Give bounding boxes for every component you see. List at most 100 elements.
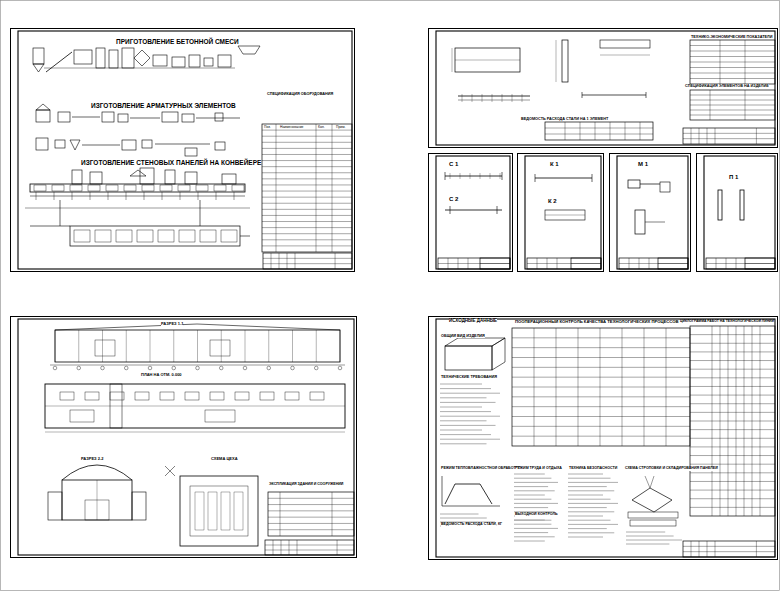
drawing-line <box>440 384 482 385</box>
drawing-shape <box>545 122 653 140</box>
drawing-shape <box>445 346 492 370</box>
drawing-line <box>173 330 174 362</box>
drawing-line <box>55 324 340 330</box>
drawing-line <box>514 528 558 529</box>
drawing-line <box>268 330 269 362</box>
drawing-line <box>568 528 607 529</box>
drawing-line <box>571 263 601 264</box>
drawing-line <box>240 236 250 237</box>
drawing-line <box>547 258 548 269</box>
sheet-heading: СХЕМА СТРОПОВКИ И СКЛАДИРОВАНИЯ ПАНЕЛЕЙ <box>625 467 718 471</box>
sheet-heading: СПЕЦИФИКАЦИЯ ЭЛЕМЕНТОВ НА ИЗДЕЛИЕ <box>685 84 769 88</box>
drawing-shape <box>232 185 244 191</box>
drawing-line <box>468 258 469 269</box>
table-header: Наименование <box>280 126 304 130</box>
drawing-line <box>440 443 487 444</box>
drawing-line <box>512 357 690 358</box>
drawing-shape <box>704 156 775 269</box>
drawing-shape <box>221 230 237 242</box>
drawing-line <box>262 203 352 204</box>
drawing-line <box>690 67 775 68</box>
drawing-line <box>690 100 775 101</box>
drawing-shape <box>210 392 224 400</box>
drawing-shape <box>158 230 174 242</box>
drawing-line <box>332 492 333 536</box>
drawing-line <box>699 541 700 557</box>
drawing-shape <box>95 340 115 356</box>
drawing-line <box>683 551 775 552</box>
drawing-line <box>335 253 336 269</box>
drawing-line <box>626 540 682 541</box>
drawing-shape <box>172 57 185 67</box>
drawing-shape <box>52 185 64 191</box>
drawing-line <box>690 464 775 465</box>
drawing-line <box>445 176 502 177</box>
drawing-line <box>646 92 647 98</box>
drawing-line <box>50 365 345 366</box>
drawing-sheet: ТЕХНИКО-ЭКОНОМИЧЕСКИЕ ПОКАЗАТЕЛИСПЕЦИФИК… <box>428 28 778 148</box>
drawing-shape <box>436 31 775 145</box>
drawing-line <box>470 173 471 179</box>
drawing-line <box>728 326 729 516</box>
drawing-line <box>512 426 690 427</box>
drawing-line <box>699 128 700 144</box>
axis-marker <box>77 366 81 370</box>
drawing-line <box>262 233 352 234</box>
drawing-line <box>610 122 611 140</box>
sheet-heading: ВЕДОМОСТЬ РАСХОДА СТАЛИ НА 1 ЭЛЕМЕНТ <box>521 117 608 121</box>
drawing-line <box>200 200 201 226</box>
drawing-line <box>626 532 665 533</box>
axis-marker <box>148 366 152 370</box>
drawing-line <box>690 62 775 63</box>
drawing-line <box>535 174 536 182</box>
drawing-shape <box>438 258 510 269</box>
drawing-shape <box>480 258 510 269</box>
drawing-line <box>736 326 737 516</box>
drawing-line <box>512 367 690 368</box>
drawing-line <box>715 128 716 144</box>
drawing-line <box>126 192 127 200</box>
drawing-line <box>216 192 217 200</box>
drawing-line <box>736 258 737 269</box>
drawing-line <box>683 133 775 134</box>
drawing-shape <box>222 174 236 184</box>
drawing-line <box>263 258 352 259</box>
drawing-line <box>690 403 775 404</box>
drawing-line <box>78 330 79 362</box>
drawing-line <box>666 328 667 446</box>
drawing-shape <box>690 326 775 516</box>
drawing-line <box>460 173 461 179</box>
drawing-line <box>707 128 708 144</box>
drawing-shape <box>137 230 153 242</box>
drawing-line <box>545 215 585 216</box>
drawing-line <box>658 263 688 264</box>
drawing-shape <box>48 492 62 520</box>
sheet-heading: ТЕХНИКА БЕЗОПАСНОСТИ <box>569 467 617 471</box>
drawing-line <box>592 174 593 182</box>
drawing-line <box>262 166 352 167</box>
drawing-shape <box>525 156 601 269</box>
drawing-shape <box>527 258 601 269</box>
drawing-line <box>440 518 487 519</box>
sheet-heading: РАЗРЕЗ 1-1 <box>161 322 183 326</box>
drawing-line <box>36 192 37 200</box>
drawing-shape <box>455 48 520 72</box>
drawing-shape <box>265 540 354 555</box>
drawing-shape <box>109 50 118 68</box>
drawing-sheet: РАЗРЕЗ 1-1ПЛАН НА ОТМ. 0.000РАЗРЕЗ 2-2СХ… <box>10 316 357 558</box>
table-header: Прим. <box>336 126 346 130</box>
drawing-line <box>650 476 654 488</box>
drawing-sheet: ПРИГОТОВЛЕНИЕ БЕТОННОЙ СМЕСИИЗГОТОВЛЕНИЕ… <box>10 28 355 272</box>
drawing-line <box>448 258 449 269</box>
drawing-line <box>268 523 354 524</box>
equipment-symbol <box>632 488 672 512</box>
drawing-sheet: ИСХОДНЫЕ ДАННЫЕОБЩИЙ ВИД ИЗДЕЛИЯТЕХНИЧЕС… <box>428 316 778 560</box>
drawing-shape <box>208 492 217 530</box>
drawing-line <box>452 48 453 72</box>
drawing-line <box>512 396 690 397</box>
drawing-line <box>268 510 354 511</box>
drawing-shape <box>262 124 352 252</box>
drawing-line <box>72 117 100 118</box>
drawing-shape <box>185 392 199 400</box>
drawing-line <box>568 532 614 533</box>
